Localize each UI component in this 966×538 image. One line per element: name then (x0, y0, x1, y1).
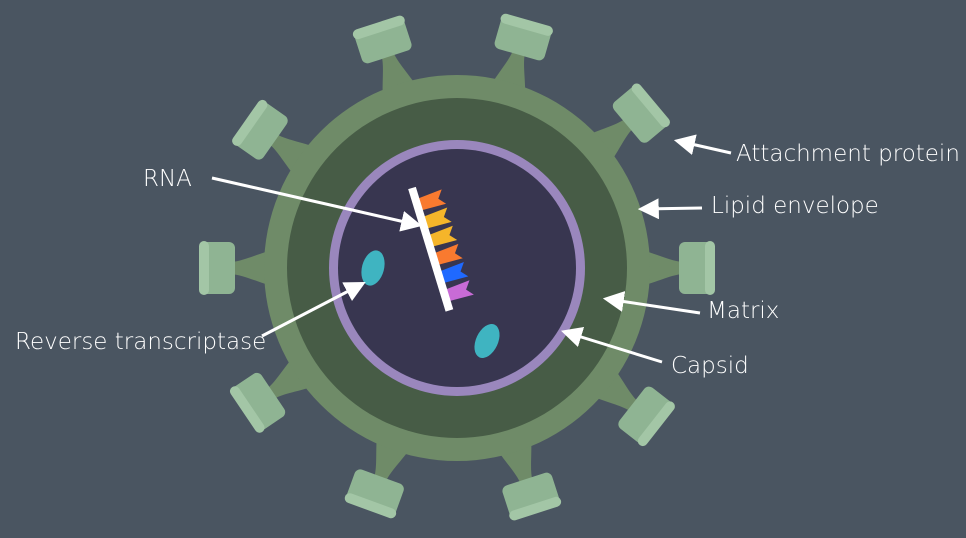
matrix-label: Matrix (707, 298, 779, 324)
attachment-protein-spike (229, 356, 314, 433)
reverse-transcriptase-blob (361, 250, 385, 286)
rna-base (421, 207, 452, 230)
capsid-arrow-icon (560, 326, 663, 364)
lipid-envelope-arrow-icon (637, 198, 703, 220)
rna-base (437, 262, 469, 284)
lipid-envelope-label: Lipid envelope (711, 193, 879, 219)
attachment-protein-spike (591, 367, 675, 447)
rna-base (443, 280, 474, 302)
reverse-transcriptase-blob (474, 324, 500, 358)
rna-base (432, 243, 463, 266)
reverse-transcriptase-arrow-icon (261, 282, 366, 338)
attachment-protein-spike (232, 99, 316, 177)
attachment-protein-spike (642, 241, 715, 295)
attachment-protein-arrow-icon (673, 134, 732, 155)
attachment-protein-spike (199, 241, 272, 295)
rna-base (415, 189, 447, 211)
attachment-protein-label: Attachment protein (736, 141, 960, 167)
rna-label: RNA (143, 166, 192, 192)
attachment-protein-spikes (199, 13, 715, 521)
rna-base (426, 225, 458, 248)
capsid-label: Capsid (671, 353, 749, 379)
attachment-protein-spike (587, 83, 670, 163)
matrix-arrow-icon (602, 291, 701, 315)
reverse-transcriptase-label: Reverse transcriptase (15, 329, 266, 355)
rna-bases (415, 189, 474, 302)
rna-arrow-icon (211, 176, 423, 232)
